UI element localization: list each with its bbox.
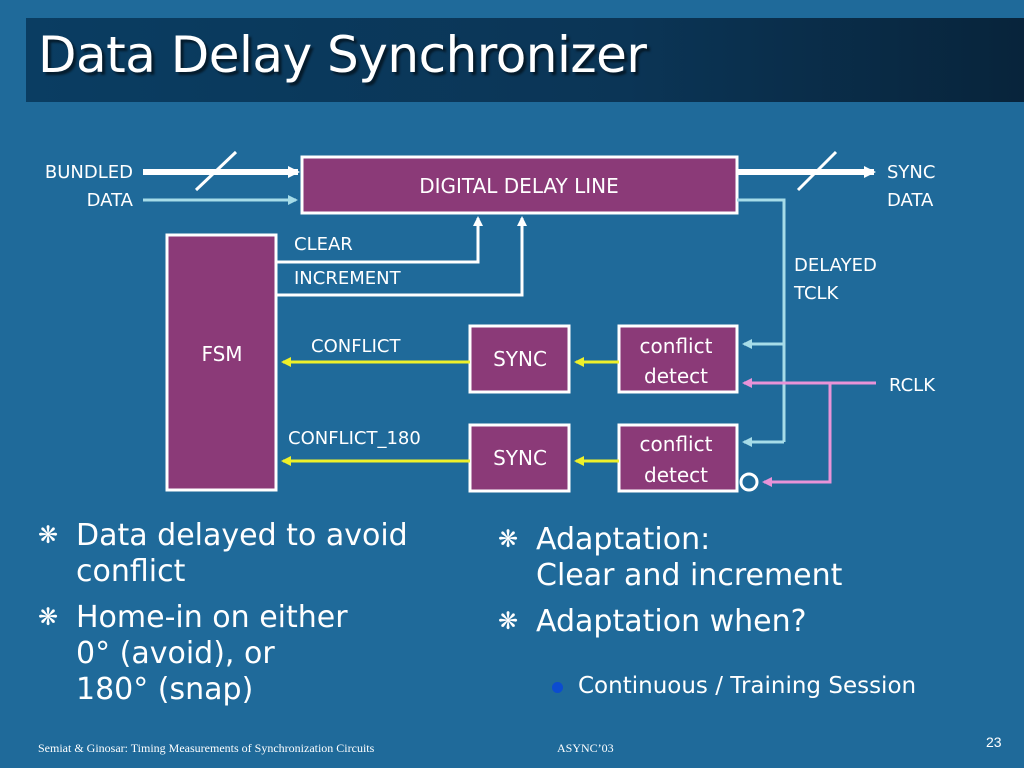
digital-delay-line-box [300, 155, 739, 215]
sync-top-label: SYNC [493, 347, 547, 371]
bullet-text: Clear and increment [536, 558, 843, 593]
conflict-detect-box-top [617, 324, 739, 394]
bullet-text: 180° (snap) [76, 672, 254, 707]
tclk-label: TCLK [793, 283, 840, 304]
asterisk-bullet-icon: ❋ [38, 603, 59, 631]
sync-bottom-label: SYNC [493, 446, 547, 470]
clear-wire [276, 216, 483, 264]
sub-bullet-text: Continuous / Training Session [578, 673, 917, 699]
detect-top-line1: conflict [640, 334, 713, 358]
fsm-label: FSM [201, 342, 242, 366]
digital-delay-line-label: DIGITAL DELAY LINE [419, 174, 619, 198]
dot-bullet-icon [552, 682, 563, 693]
sync-data-bus-slash [796, 150, 838, 192]
asterisk-bullet-icon: ❋ [498, 525, 519, 553]
conflict-detect-box-bottom [617, 423, 739, 493]
bullet-text: Adaptation when? [536, 604, 807, 639]
bullet-item: ❋ Adaptation when? [498, 604, 998, 640]
delayed-label: DELAYED [794, 255, 877, 276]
increment-label: INCREMENT [294, 268, 402, 289]
bullet-text: conflict [76, 554, 186, 589]
bullet-text: Data delayed to avoid [76, 518, 408, 553]
data-output-label: DATA [887, 190, 934, 211]
bundled-label: BUNDLED [45, 162, 133, 183]
left-bullet-list: ❋ Data delayed to avoid conflict ❋ Home-… [38, 518, 458, 718]
bullet-text: Home-in on either [76, 600, 348, 635]
sync-box-top [468, 324, 571, 394]
sub-bullet-list: Continuous / Training Session [548, 672, 916, 700]
bullet-text: 0° (avoid), or [76, 636, 275, 671]
sync-output-label: SYNC [887, 162, 935, 183]
increment-wire [276, 216, 527, 297]
rclk-inversion-bubble [739, 472, 759, 492]
footer-citation: Semiat & Ginosar: Timing Measurements of… [38, 741, 375, 755]
slide-title: Data Delay Synchronizer [38, 26, 647, 84]
detect-top-line2: detect [644, 364, 708, 388]
asterisk-bullet-icon: ❋ [38, 521, 59, 549]
delayed-tclk-wire [737, 198, 786, 442]
rclk-label: RCLK [889, 375, 936, 396]
bullet-item: ❋ Adaptation: Clear and increment [498, 522, 998, 594]
rclk-wire [762, 381, 876, 487]
asterisk-bullet-icon: ❋ [498, 607, 519, 635]
bullet-item: ❋ Data delayed to avoid conflict [38, 518, 458, 590]
page-number: 23 [986, 734, 1002, 750]
bullet-item: ❋ Home-in on either 0° (avoid), or 180° … [38, 600, 458, 708]
detect-bottom-line1: conflict [640, 432, 713, 456]
title-bar [26, 18, 1024, 102]
data-label: DATA [87, 190, 134, 211]
fsm-box [165, 233, 278, 492]
detect-bottom-line2: detect [644, 463, 708, 487]
sync-box-bottom [468, 423, 571, 493]
right-bullet-list: ❋ Adaptation: Clear and increment ❋ Adap… [498, 522, 998, 650]
bundled-bus-slash [194, 150, 238, 192]
footer-venue: ASYNC’03 [557, 741, 614, 755]
conflict-180-label: CONFLICT_180 [288, 428, 421, 449]
sub-bullet-item: Continuous / Training Session [548, 672, 916, 700]
clear-label: CLEAR [294, 234, 353, 255]
conflict-label: CONFLICT [311, 336, 401, 357]
bullet-text: Adaptation: [536, 522, 711, 557]
